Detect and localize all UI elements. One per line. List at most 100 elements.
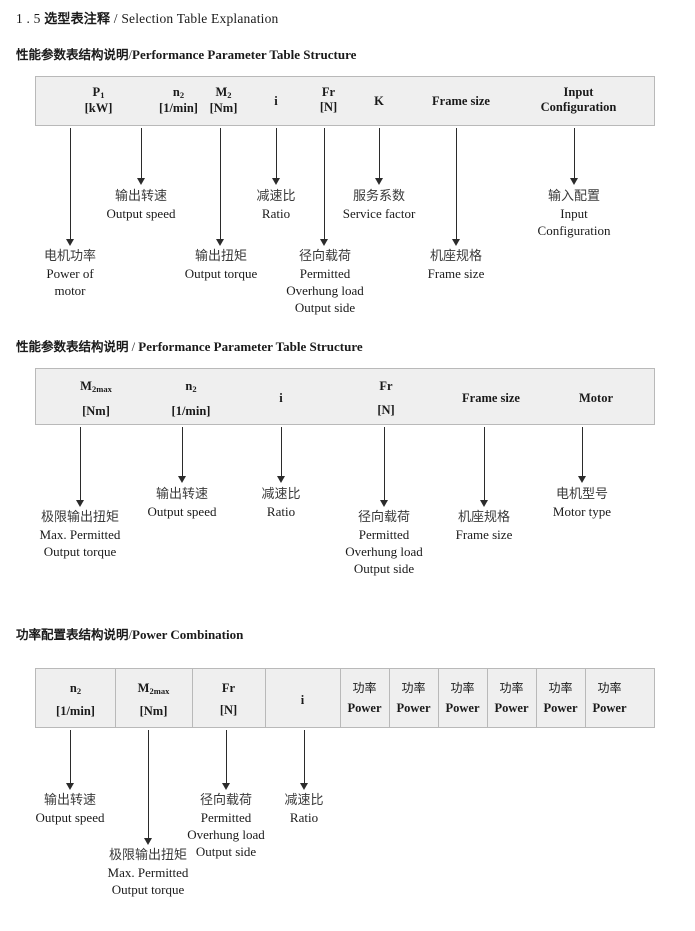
table1-col-p1-symbol: P1 (92, 85, 105, 100)
page-title: 1 . 5 选型表注释 / Selection Table Explanatio… (16, 8, 279, 27)
table3-col-m2max: M2max [Nm] (115, 681, 192, 719)
table2-col-m2max-unit: [Nm] (82, 404, 110, 418)
note-overhung-load-1-en-1: Permitted (299, 266, 351, 281)
note-input-configuration: 输入配置 Input Configuration (538, 188, 611, 239)
table3-col-fr-unit: [N] (219, 703, 238, 717)
note-frame-size-1-cn: 机座规格 (429, 249, 483, 264)
table3-divider-9 (585, 669, 586, 727)
note-ratio-2-cn: 减速比 (261, 487, 301, 502)
table2-col-i-symbol: i (279, 391, 283, 405)
table3-col-power-3-cn: 功率 (450, 681, 475, 695)
note-output-speed-3-en: Output speed (35, 810, 105, 825)
note-output-speed-2: 输出转速 Output speed (148, 486, 217, 520)
table3-col-fr-symbol: Fr (221, 681, 236, 695)
arrow-to-overhung-load-1 (320, 128, 329, 246)
table1-col-n2-symbol: n2 (172, 85, 185, 100)
table1-col-fr-symbol: Fr (321, 85, 336, 99)
note-max-output-torque-2: 极限输出扭矩 Max. Permitted Output torque (40, 509, 121, 560)
note-input-configuration-en-1: Input (560, 206, 588, 221)
section-heading-1-sep: / (128, 48, 132, 62)
table2-col-motor: Motor (546, 391, 646, 406)
table1-col-input-label: Input (563, 85, 594, 99)
arrow-to-output-speed-3 (66, 730, 75, 790)
table3-divider-2 (192, 669, 193, 727)
table3-divider-7 (487, 669, 488, 727)
table3-col-n2: n2 [1/min] (36, 681, 115, 719)
table1-col-m2: M2 [Nm] (181, 85, 266, 116)
arrow-to-overhung-load-2 (380, 427, 389, 507)
note-service-factor-cn: 服务系数 (352, 189, 406, 204)
table3-col-power-1-cn: 功率 (352, 681, 377, 695)
section-number: 1 . 5 (16, 11, 41, 26)
arrow-to-frame-size-2 (480, 427, 489, 507)
table1-col-k: K (349, 94, 409, 109)
table3-divider-1 (115, 669, 116, 727)
note-power-of-motor-en-2: motor (54, 283, 86, 298)
note-ratio-3-en: Ratio (289, 810, 319, 825)
table3-col-m2max-unit: [Nm] (139, 704, 168, 718)
note-output-speed-1-cn: 输出转速 (114, 189, 167, 204)
note-ratio-2: 减速比 Ratio (261, 486, 300, 520)
table3-col-power-6: 功率 Power (585, 681, 634, 716)
section-heading-1: 性能参数表结构说明/Performance Parameter Table St… (16, 44, 356, 63)
section-heading-3: 功率配置表结构说明/Power Combination (16, 624, 243, 643)
note-overhung-load-2-en-3: Output side (353, 561, 415, 576)
note-max-output-torque-2-en-2: Output torque (43, 544, 117, 559)
note-motor-type: 电机型号 Motor type (553, 486, 611, 520)
note-power-of-motor-cn: 电机功率 (43, 249, 97, 264)
table3-col-power-5: 功率 Power (536, 681, 585, 716)
table1-col-n2: n2 [1/min] (136, 85, 221, 116)
table2-col-m2max-symbol: M2max (80, 379, 112, 394)
section-heading-2-en: Performance Parameter Table Structure (138, 339, 363, 354)
table3-col-power-2-en: Power (396, 701, 431, 715)
section-heading-2-cn: 性能参数表结构说明 (16, 339, 129, 354)
note-overhung-load-2-en-2: Overhung load (345, 544, 423, 559)
note-frame-size-2: 机座规格 Frame size (456, 509, 513, 543)
note-ratio-3-cn: 减速比 (284, 793, 324, 808)
performance-parameter-table-1: P1 [kW] n2 [1/min] M2 [Nm] i Fr [N] K Fr… (35, 76, 655, 126)
note-overhung-load-2-en-1: Permitted (358, 527, 410, 542)
arrow-to-frame-size-1 (452, 128, 461, 246)
table1-col-n2-unit: [1/min] (159, 101, 198, 115)
arrow-to-max-output-torque-2 (76, 427, 85, 507)
arrow-to-output-torque (216, 128, 225, 246)
note-max-output-torque-2-cn: 极限输出扭矩 (40, 510, 120, 525)
table2-col-motor-label: Motor (578, 391, 613, 405)
table3-divider-5 (389, 669, 390, 727)
note-overhung-load-1-cn: 径向载荷 (298, 249, 351, 264)
table3-col-power-2: 功率 Power (389, 681, 438, 716)
table2-col-fr-symbol: Fr (379, 379, 393, 393)
note-overhung-load-2: 径向载荷 Permitted Overhung load Output side (345, 509, 423, 577)
note-output-torque: 输出扭矩 Output torque (185, 248, 258, 282)
table3-col-power-4-en: Power (494, 701, 529, 715)
section-heading-2-sep: / (131, 340, 136, 354)
table1-col-frame-size: Frame size (406, 94, 516, 109)
note-max-output-torque-2-en-1: Max. Permitted (39, 527, 121, 542)
arrow-to-overhung-load-3 (222, 730, 231, 790)
note-input-configuration-en-2: Configuration (537, 223, 611, 238)
note-output-torque-en: Output torque (184, 266, 258, 281)
table2-col-n2-unit: [1/min] (171, 404, 211, 418)
note-frame-size-2-en: Frame size (455, 527, 513, 542)
performance-parameter-table-2: M2max [Nm] n2 [1/min] i Fr [N] Frame siz… (35, 368, 655, 425)
note-input-configuration-cn: 输入配置 (547, 189, 600, 204)
section-heading-3-sep: / (128, 628, 132, 642)
note-output-torque-cn: 输出扭矩 (194, 249, 248, 264)
table2-col-i: i (251, 391, 311, 406)
note-overhung-load-3: 径向载荷 Permitted Overhung load Output side (187, 792, 265, 860)
section-title-cn: 选型表注释 (44, 12, 111, 27)
note-overhung-load-3-en-2: Overhung load (187, 827, 265, 842)
section-heading-1-en: Performance Parameter Table Structure (132, 47, 357, 62)
note-overhung-load-3-cn: 径向载荷 (199, 793, 252, 808)
table2-col-fr: Fr [N] (346, 379, 426, 418)
table2-col-n2: n2 [1/min] (146, 379, 236, 419)
arrow-to-ratio-3 (300, 730, 309, 790)
table3-col-i-symbol: i (300, 693, 305, 707)
table2-col-fr-unit: [N] (377, 403, 395, 417)
note-max-output-torque-3-cn: 极限输出扭矩 (108, 848, 188, 863)
table1-col-fr-unit: [N] (319, 100, 338, 114)
arrow-to-output-speed-2 (178, 427, 187, 483)
table2-col-frame-size: Frame size (436, 391, 546, 406)
section-heading-1-cn: 性能参数表结构说明 (16, 47, 129, 62)
